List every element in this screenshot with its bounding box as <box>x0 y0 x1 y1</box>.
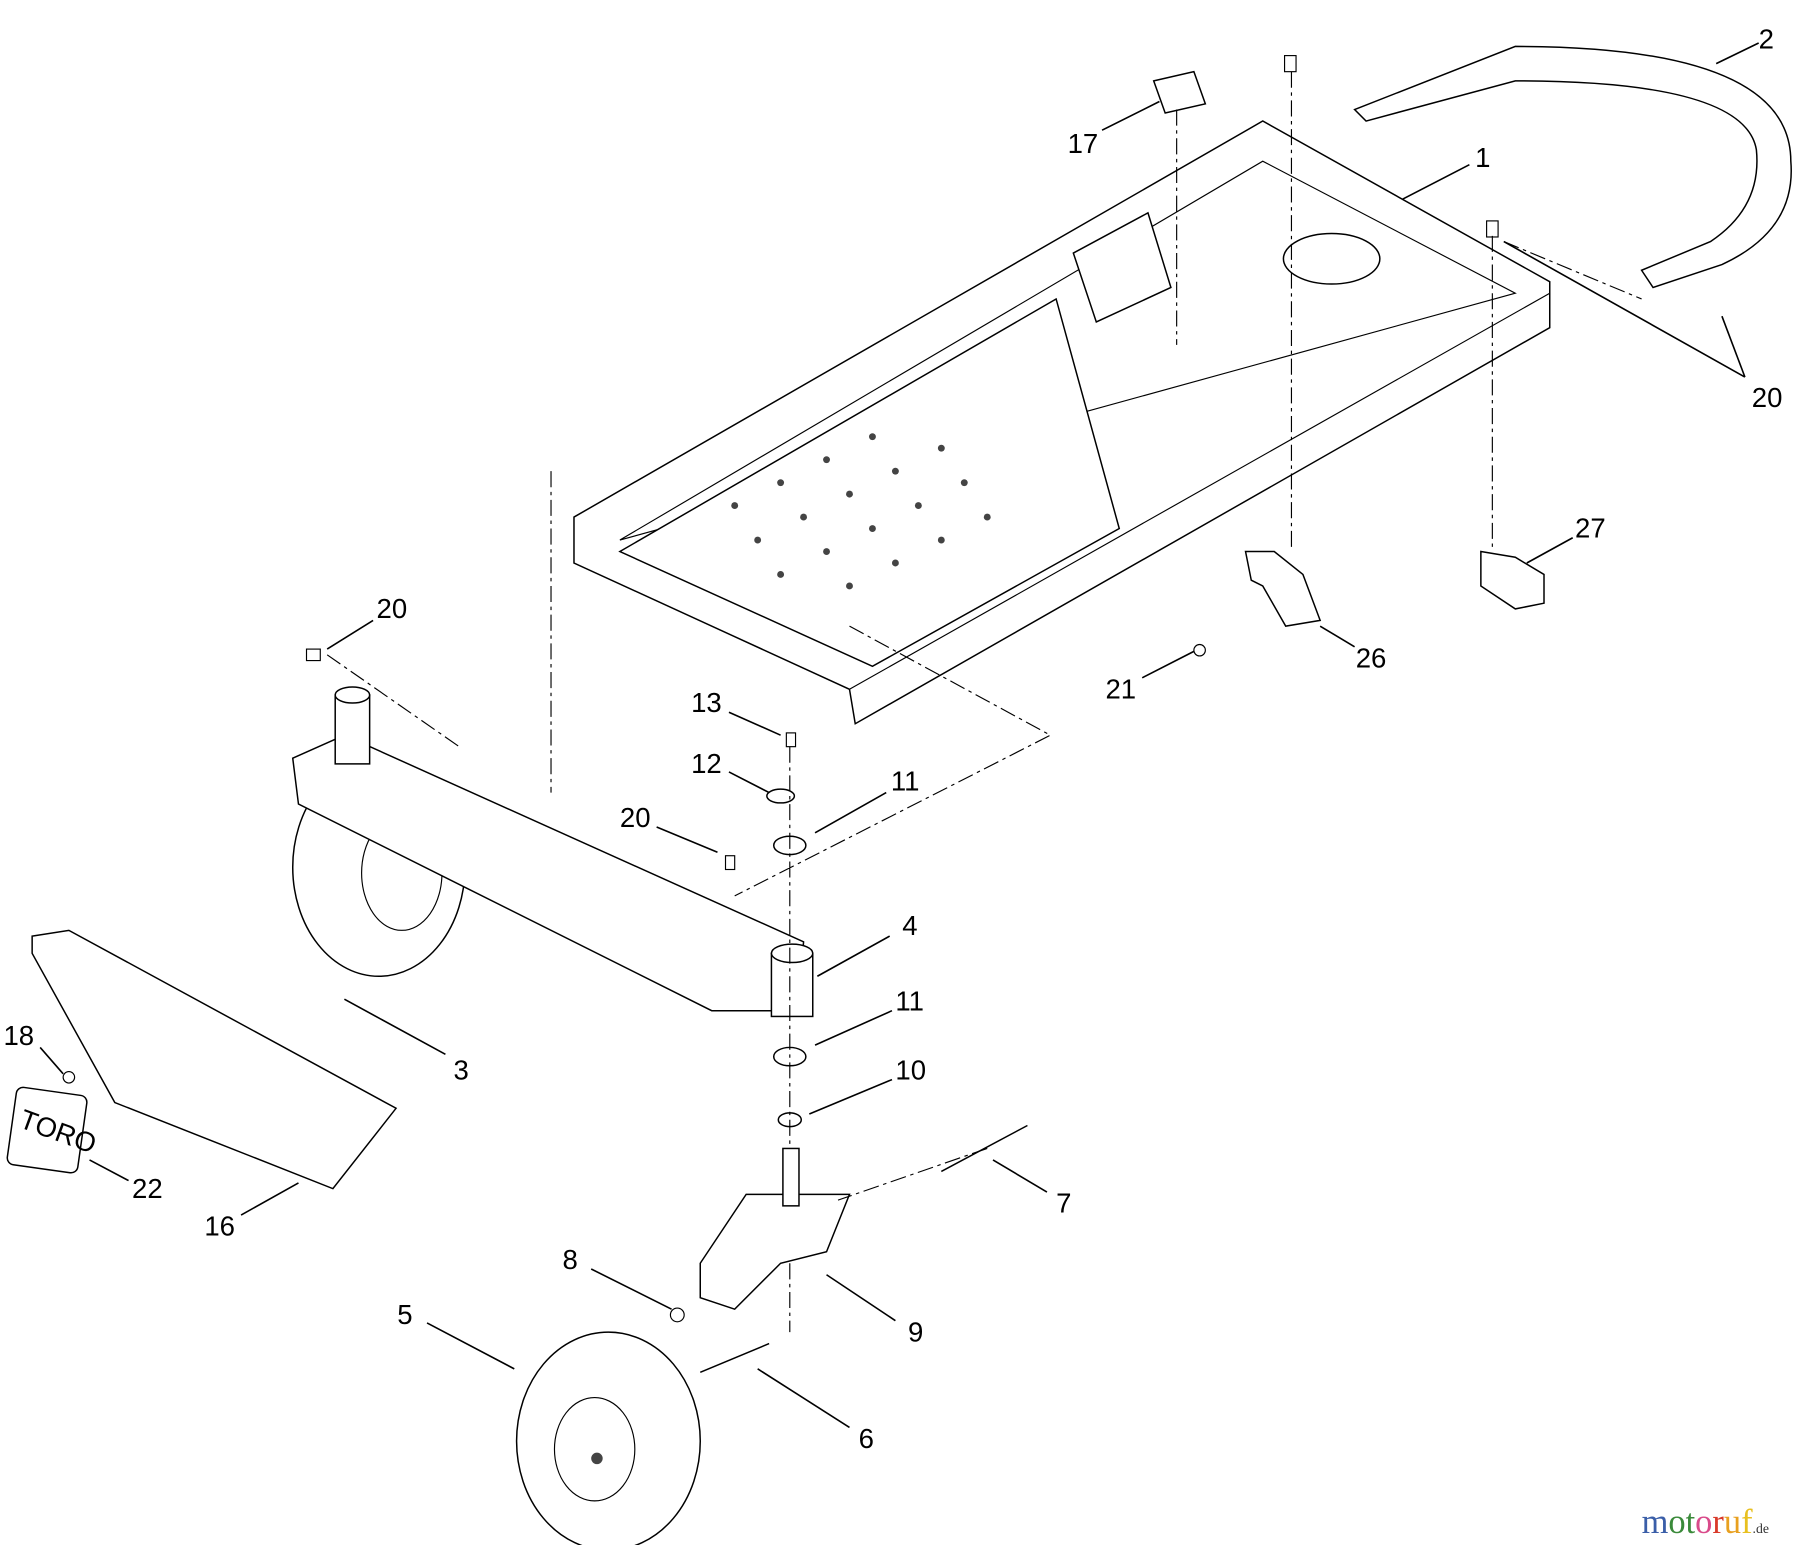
watermark-letter: f <box>1741 1503 1753 1541</box>
callout-20: 20 <box>1752 382 1783 413</box>
callout-21: 21 <box>1105 673 1136 704</box>
watermark-letter: t <box>1686 1503 1696 1541</box>
washer-part-12 <box>766 788 796 804</box>
handle-part-2 <box>1353 45 1792 289</box>
callout-10: 10 <box>895 1055 926 1086</box>
callout-12: 12 <box>691 748 722 779</box>
watermark-letter: m <box>1642 1503 1669 1541</box>
motoruf-watermark-logo: motoruf.de <box>1642 1503 1769 1541</box>
callout-26: 26 <box>1356 642 1387 673</box>
callout-27: 27 <box>1575 513 1606 544</box>
bolt-part-7 <box>940 1124 1028 1173</box>
bracket-part-26 <box>1244 550 1322 627</box>
decal-part-17 <box>1152 70 1207 114</box>
watermark-letter: u <box>1724 1503 1741 1541</box>
callout-1: 1 <box>1475 142 1490 173</box>
watermark-letter: r <box>1712 1503 1724 1541</box>
watermark-letter: o <box>1668 1503 1685 1541</box>
callout-17: 17 <box>1068 128 1099 159</box>
callout-4: 4 <box>902 910 917 941</box>
callout-11: 11 <box>891 765 920 796</box>
spacer-part-6 <box>699 1342 770 1373</box>
callout-20: 20 <box>620 802 651 833</box>
svg-text:motoruf.de: motoruf.de <box>1642 1503 1769 1541</box>
callout-7: 7 <box>1056 1188 1071 1219</box>
front-wheel-part-5 <box>515 1331 701 1545</box>
callout-3: 3 <box>453 1055 468 1086</box>
watermark-letter: o <box>1695 1503 1712 1541</box>
callout-5: 5 <box>397 1299 412 1330</box>
callout-13: 13 <box>691 687 722 718</box>
callout-18: 18 <box>3 1020 34 1051</box>
toro-plate-part-22: TORO <box>6 1086 101 1174</box>
callout-22: 22 <box>132 1173 163 1204</box>
callout-11: 11 <box>895 986 924 1017</box>
callout-6: 6 <box>859 1423 874 1454</box>
fork-part-9 <box>699 1193 851 1311</box>
callout-20: 20 <box>377 593 408 624</box>
callout-2: 2 <box>1759 24 1774 55</box>
callout-9: 9 <box>908 1316 923 1347</box>
callout-labels: 2 17 1 20 27 26 21 20 13 12 11 20 4 11 1… <box>3 24 1782 1454</box>
bracket-part-27 <box>1480 550 1545 610</box>
frame-part-1 <box>573 120 1551 725</box>
shield-part-16 <box>31 929 398 1190</box>
callout-16: 16 <box>204 1211 235 1242</box>
callout-8: 8 <box>563 1244 578 1275</box>
watermark-suffix: .de <box>1753 1521 1769 1536</box>
